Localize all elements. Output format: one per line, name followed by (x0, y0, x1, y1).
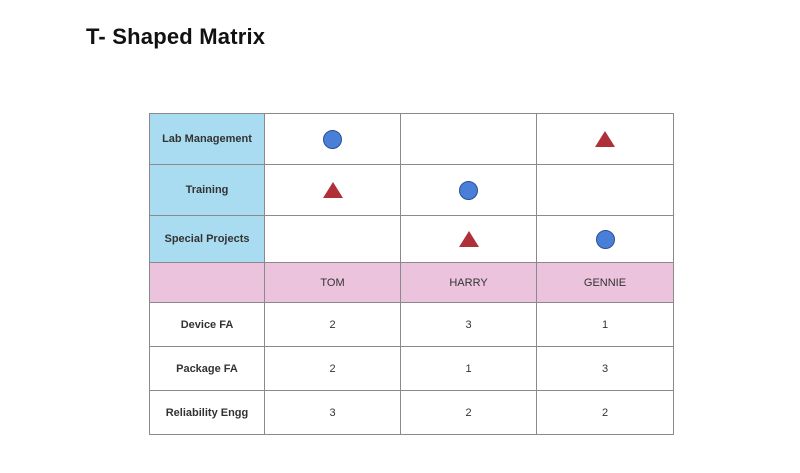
skill-cell-lab-management-harry (400, 113, 537, 165)
person-name-tom: TOM (264, 262, 401, 303)
triangle-icon (595, 131, 615, 147)
score-row-reliability-engg: Reliability Engg 3 2 2 (149, 390, 674, 435)
skill-cell-special-projects-gennie (536, 215, 674, 263)
score-cell: 2 (264, 302, 401, 347)
skill-label: Lab Management (149, 113, 265, 165)
skill-cell-training-tom (264, 164, 401, 216)
score-row-package-fa: Package FA 2 1 3 (149, 346, 674, 391)
page-title: T- Shaped Matrix (86, 24, 266, 49)
people-row: TOM HARRY GENNIE (149, 262, 674, 303)
score-cell: 2 (536, 390, 674, 435)
skill-cell-lab-management-gennie (536, 113, 674, 165)
circle-icon (595, 229, 615, 249)
score-cell: 3 (536, 346, 674, 391)
skill-label: Training (149, 164, 265, 216)
people-row-corner (149, 262, 265, 303)
score-cell: 3 (400, 302, 537, 347)
score-row-device-fa: Device FA 2 3 1 (149, 302, 674, 347)
skill-row-training: Training (149, 164, 674, 216)
score-cell: 2 (264, 346, 401, 391)
skill-row-lab-management: Lab Management (149, 113, 674, 165)
t-shaped-matrix-table: Lab Management Training Special Projects… (149, 113, 674, 435)
skill-cell-special-projects-harry (400, 215, 537, 263)
skill-label: Special Projects (149, 215, 265, 263)
skill-cell-special-projects-tom (264, 215, 401, 263)
skill-row-special-projects: Special Projects (149, 215, 674, 263)
score-label: Device FA (149, 302, 265, 347)
score-label: Reliability Engg (149, 390, 265, 435)
person-name-harry: HARRY (400, 262, 537, 303)
score-cell: 1 (536, 302, 674, 347)
score-cell: 2 (400, 390, 537, 435)
score-cell: 3 (264, 390, 401, 435)
triangle-icon (458, 231, 479, 247)
score-label: Package FA (149, 346, 265, 391)
circle-icon (323, 129, 342, 149)
skill-cell-lab-management-tom (264, 113, 401, 165)
triangle-icon (322, 182, 343, 198)
circle-icon (459, 180, 478, 200)
skill-cell-training-harry (400, 164, 537, 216)
person-name-gennie: GENNIE (536, 262, 674, 303)
skill-cell-training-gennie (536, 164, 674, 216)
score-cell: 1 (400, 346, 537, 391)
